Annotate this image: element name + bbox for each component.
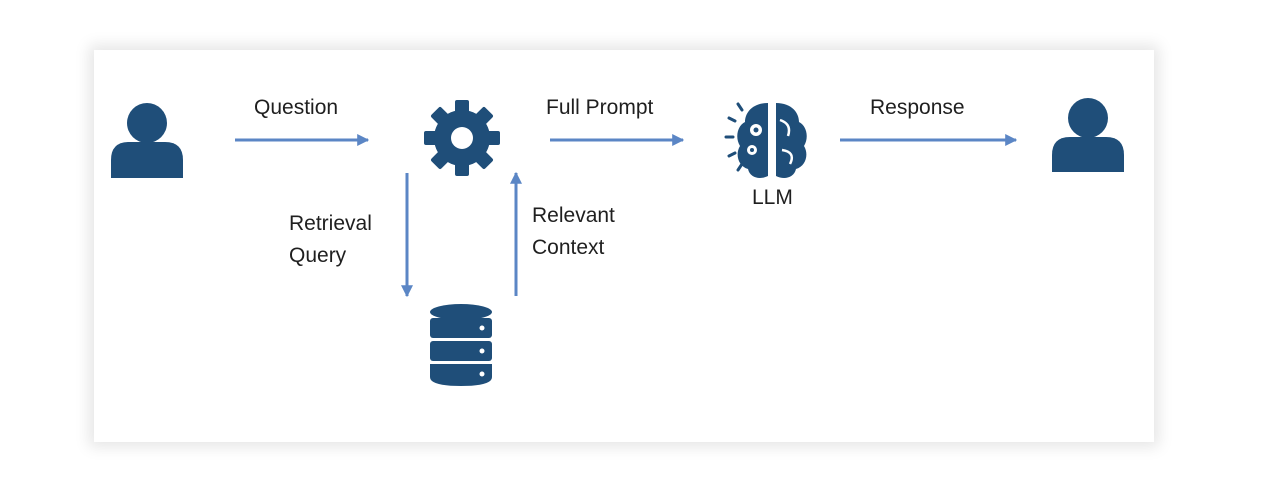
- gear-icon: [424, 100, 500, 176]
- brain-gears-icon: [724, 102, 807, 178]
- user-icon: [111, 103, 183, 178]
- relevant-context-label-line2: Context: [532, 236, 605, 259]
- response-label: Response: [870, 96, 965, 119]
- diagram-card: [94, 50, 1154, 442]
- full-prompt-label: Full Prompt: [546, 96, 654, 119]
- retrieval-query-label-line1: Retrieval: [289, 212, 372, 235]
- llm-label: LLM: [752, 186, 793, 209]
- user-icon: [1052, 98, 1124, 172]
- database-icon: [430, 304, 492, 386]
- question-label: Question: [254, 96, 339, 119]
- retrieval-query-label-line2: Query: [289, 244, 347, 267]
- relevant-context-label-line1: Relevant: [532, 204, 615, 227]
